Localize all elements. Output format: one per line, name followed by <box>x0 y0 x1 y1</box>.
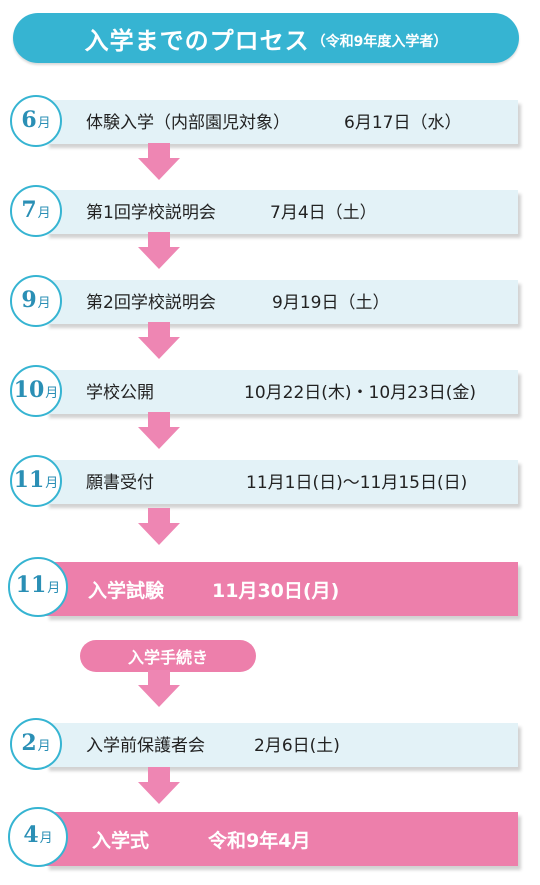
month-number: 2 <box>21 730 37 756</box>
event-date: 11月1日(日)～11月15日(日) <box>246 473 468 493</box>
month-number: 7 <box>21 197 37 223</box>
event-label: 学校公開 <box>86 383 154 403</box>
month-unit: 月 <box>39 831 53 846</box>
month-unit: 月 <box>37 296 51 311</box>
process-title-banner: 入学までのプロセス （令和9年度入学者） <box>13 13 519 63</box>
down-arrow-icon <box>137 412 181 450</box>
month-unit: 月 <box>47 581 61 596</box>
month-number: 10 <box>13 377 45 403</box>
event-label: 入学試験 <box>88 580 165 602</box>
admission-procedure-pill: 入学手続き <box>80 640 256 672</box>
event-date: 10月22日(木)・10月23日(金) <box>244 383 477 403</box>
event-date: 6月17日（水） <box>344 113 462 133</box>
down-arrow-icon <box>137 670 181 708</box>
month-unit: 月 <box>45 476 59 491</box>
event-bar <box>46 460 518 504</box>
event-date: 2月6日(土) <box>254 736 340 756</box>
event-date: 9月19日（土） <box>272 293 390 313</box>
event-date: 11月30日(月) <box>212 580 340 602</box>
page-title: 入学までのプロセス <box>84 26 310 55</box>
event-date: 7月4日（土） <box>270 203 377 223</box>
event-bar <box>46 562 518 616</box>
down-arrow-icon <box>137 232 181 270</box>
event-label: 入学式 <box>92 830 150 852</box>
month-number: 6 <box>21 107 37 133</box>
event-bar <box>46 370 518 414</box>
event-label: 入学前保護者会 <box>86 736 205 756</box>
month-unit: 月 <box>37 116 51 131</box>
month-unit: 月 <box>37 739 51 754</box>
month-number: 11 <box>13 467 45 493</box>
down-arrow-icon <box>137 767 181 805</box>
event-label: 第1回学校説明会 <box>86 203 216 223</box>
month-unit: 月 <box>37 206 51 221</box>
event-bar <box>46 812 518 866</box>
event-bar <box>46 723 518 767</box>
event-label: 体験入学（内部園児対象） <box>86 113 290 133</box>
down-arrow-icon <box>137 322 181 360</box>
page-subtitle: （令和9年度入学者） <box>311 34 448 50</box>
month-number: 4 <box>23 822 39 848</box>
down-arrow-icon <box>137 143 181 181</box>
event-label: 第2回学校説明会 <box>86 293 216 313</box>
month-number: 11 <box>15 572 47 598</box>
event-bar <box>46 280 518 324</box>
event-bar <box>46 100 518 144</box>
month-unit: 月 <box>45 386 59 401</box>
event-bar <box>46 190 518 234</box>
event-date: 令和9年4月 <box>208 830 311 852</box>
month-number: 9 <box>21 287 37 313</box>
event-label: 願書受付 <box>86 473 154 493</box>
down-arrow-icon <box>137 508 181 546</box>
